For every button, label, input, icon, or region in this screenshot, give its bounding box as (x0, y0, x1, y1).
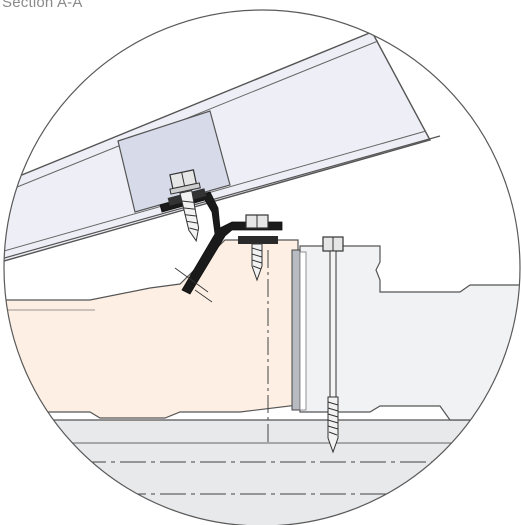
angle-mark-1 (174, 267, 209, 293)
wall-long-screw (322, 236, 344, 454)
roof-fixing-screw (169, 169, 201, 243)
wall-panel-insulation (4, 239, 299, 419)
floor-slab (4, 420, 520, 525)
bracket-washer-right (238, 236, 278, 244)
bracket-fixing-screw (245, 214, 269, 282)
joint-flashing-strip (291, 249, 301, 411)
angle-mark-2 (194, 289, 213, 303)
roof-spacer-block (117, 110, 231, 213)
wall-panel-grey (299, 245, 520, 421)
joint-gap (299, 251, 307, 411)
roof-panel-edge-line (4, 135, 441, 263)
detail-circle-outline (3, 9, 521, 525)
section-caption: Section A-A (2, 0, 83, 11)
